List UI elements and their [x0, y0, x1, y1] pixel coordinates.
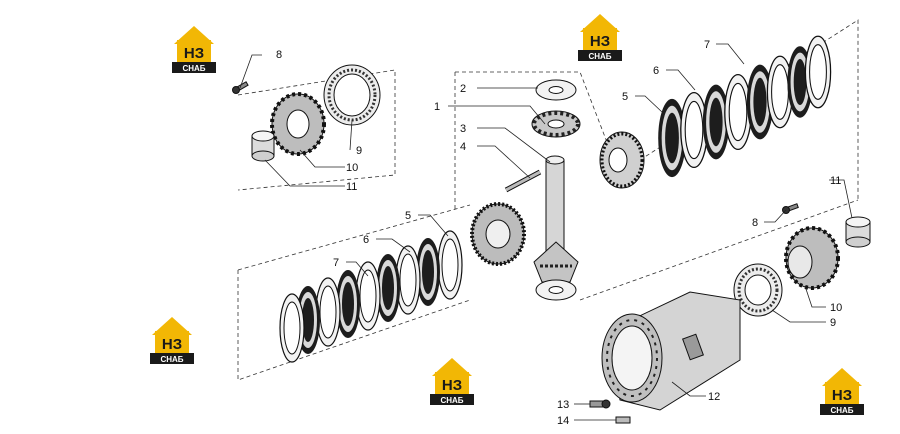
- bearing-9-right: [733, 263, 783, 317]
- callout-11-left: 11: [346, 181, 357, 193]
- pin-4: [504, 169, 542, 193]
- side-gear-left: [470, 202, 526, 266]
- callout-14: 14: [557, 415, 569, 427]
- logo-word: СНАБ: [588, 52, 611, 61]
- logo-word: СНАБ: [830, 406, 853, 415]
- leader-lines: [239, 43, 853, 421]
- logo-letters: НЗ: [162, 336, 182, 353]
- side-gear-right: [599, 131, 645, 189]
- washer-2-bottom: [535, 279, 577, 301]
- callout-9-left: 9: [356, 145, 362, 157]
- callout-3: 3: [460, 123, 466, 135]
- brand-logo-top-center: НЗ СНАБ: [578, 14, 622, 61]
- bearing-9-left: [323, 64, 381, 126]
- callout-7-right: 7: [704, 39, 710, 51]
- callout-11-right: 11: [830, 175, 841, 187]
- callout-5-right: 5: [622, 91, 628, 103]
- logo-letters: НЗ: [590, 33, 610, 50]
- callout-2: 2: [460, 83, 466, 95]
- callout-10-left: 10: [346, 162, 358, 174]
- logo-word: СНАБ: [440, 396, 463, 405]
- gear-hub-10-right: [784, 226, 840, 290]
- brand-logo-top-left: НЗ СНАБ: [172, 26, 216, 73]
- logo-letters: НЗ: [184, 45, 204, 62]
- callout-labels: 8 9 10 11 1 2 3 4 5 6 7 5 6 7 11 8 10 9 …: [276, 39, 842, 427]
- callout-8-left: 8: [276, 49, 282, 61]
- logo-letters: НЗ: [832, 387, 852, 404]
- bushing-11-left: [251, 130, 275, 162]
- bevel-gear-1-bottom: [533, 241, 579, 283]
- callout-12: 12: [708, 391, 720, 403]
- logo-letters: НЗ: [442, 377, 462, 394]
- assembly-boundaries: [237, 19, 859, 381]
- callout-10-right: 10: [830, 302, 842, 314]
- gear-hub-10-left: [270, 92, 326, 156]
- logo-word: СНАБ: [182, 64, 205, 73]
- housing-12: [601, 291, 741, 411]
- bolt-8-right: [782, 203, 799, 214]
- callout-7-left: 7: [333, 257, 339, 269]
- callout-13: 13: [557, 399, 569, 411]
- pin-14: [615, 416, 631, 424]
- bolt-13: [589, 399, 611, 409]
- callout-9-right: 9: [830, 317, 836, 329]
- callout-6-left: 6: [363, 234, 369, 246]
- callout-4: 4: [460, 141, 466, 153]
- callout-6-right: 6: [653, 65, 659, 77]
- bolt-8-left: [232, 81, 249, 94]
- bevel-gear-1-top: [531, 110, 581, 138]
- clutch-pack-right: [658, 35, 832, 178]
- bushing-11-right: [845, 216, 871, 248]
- washer-2-top: [535, 79, 577, 101]
- brand-logo-mid-left: НЗ СНАБ: [150, 317, 194, 364]
- brand-logo-bottom-right: НЗ СНАБ: [820, 368, 864, 415]
- brand-logo-bottom-center: НЗ СНАБ: [430, 358, 474, 405]
- callout-1: 1: [434, 101, 440, 113]
- callout-8-right: 8: [752, 217, 758, 229]
- callout-5-left: 5: [405, 210, 411, 222]
- logo-word: СНАБ: [160, 355, 183, 364]
